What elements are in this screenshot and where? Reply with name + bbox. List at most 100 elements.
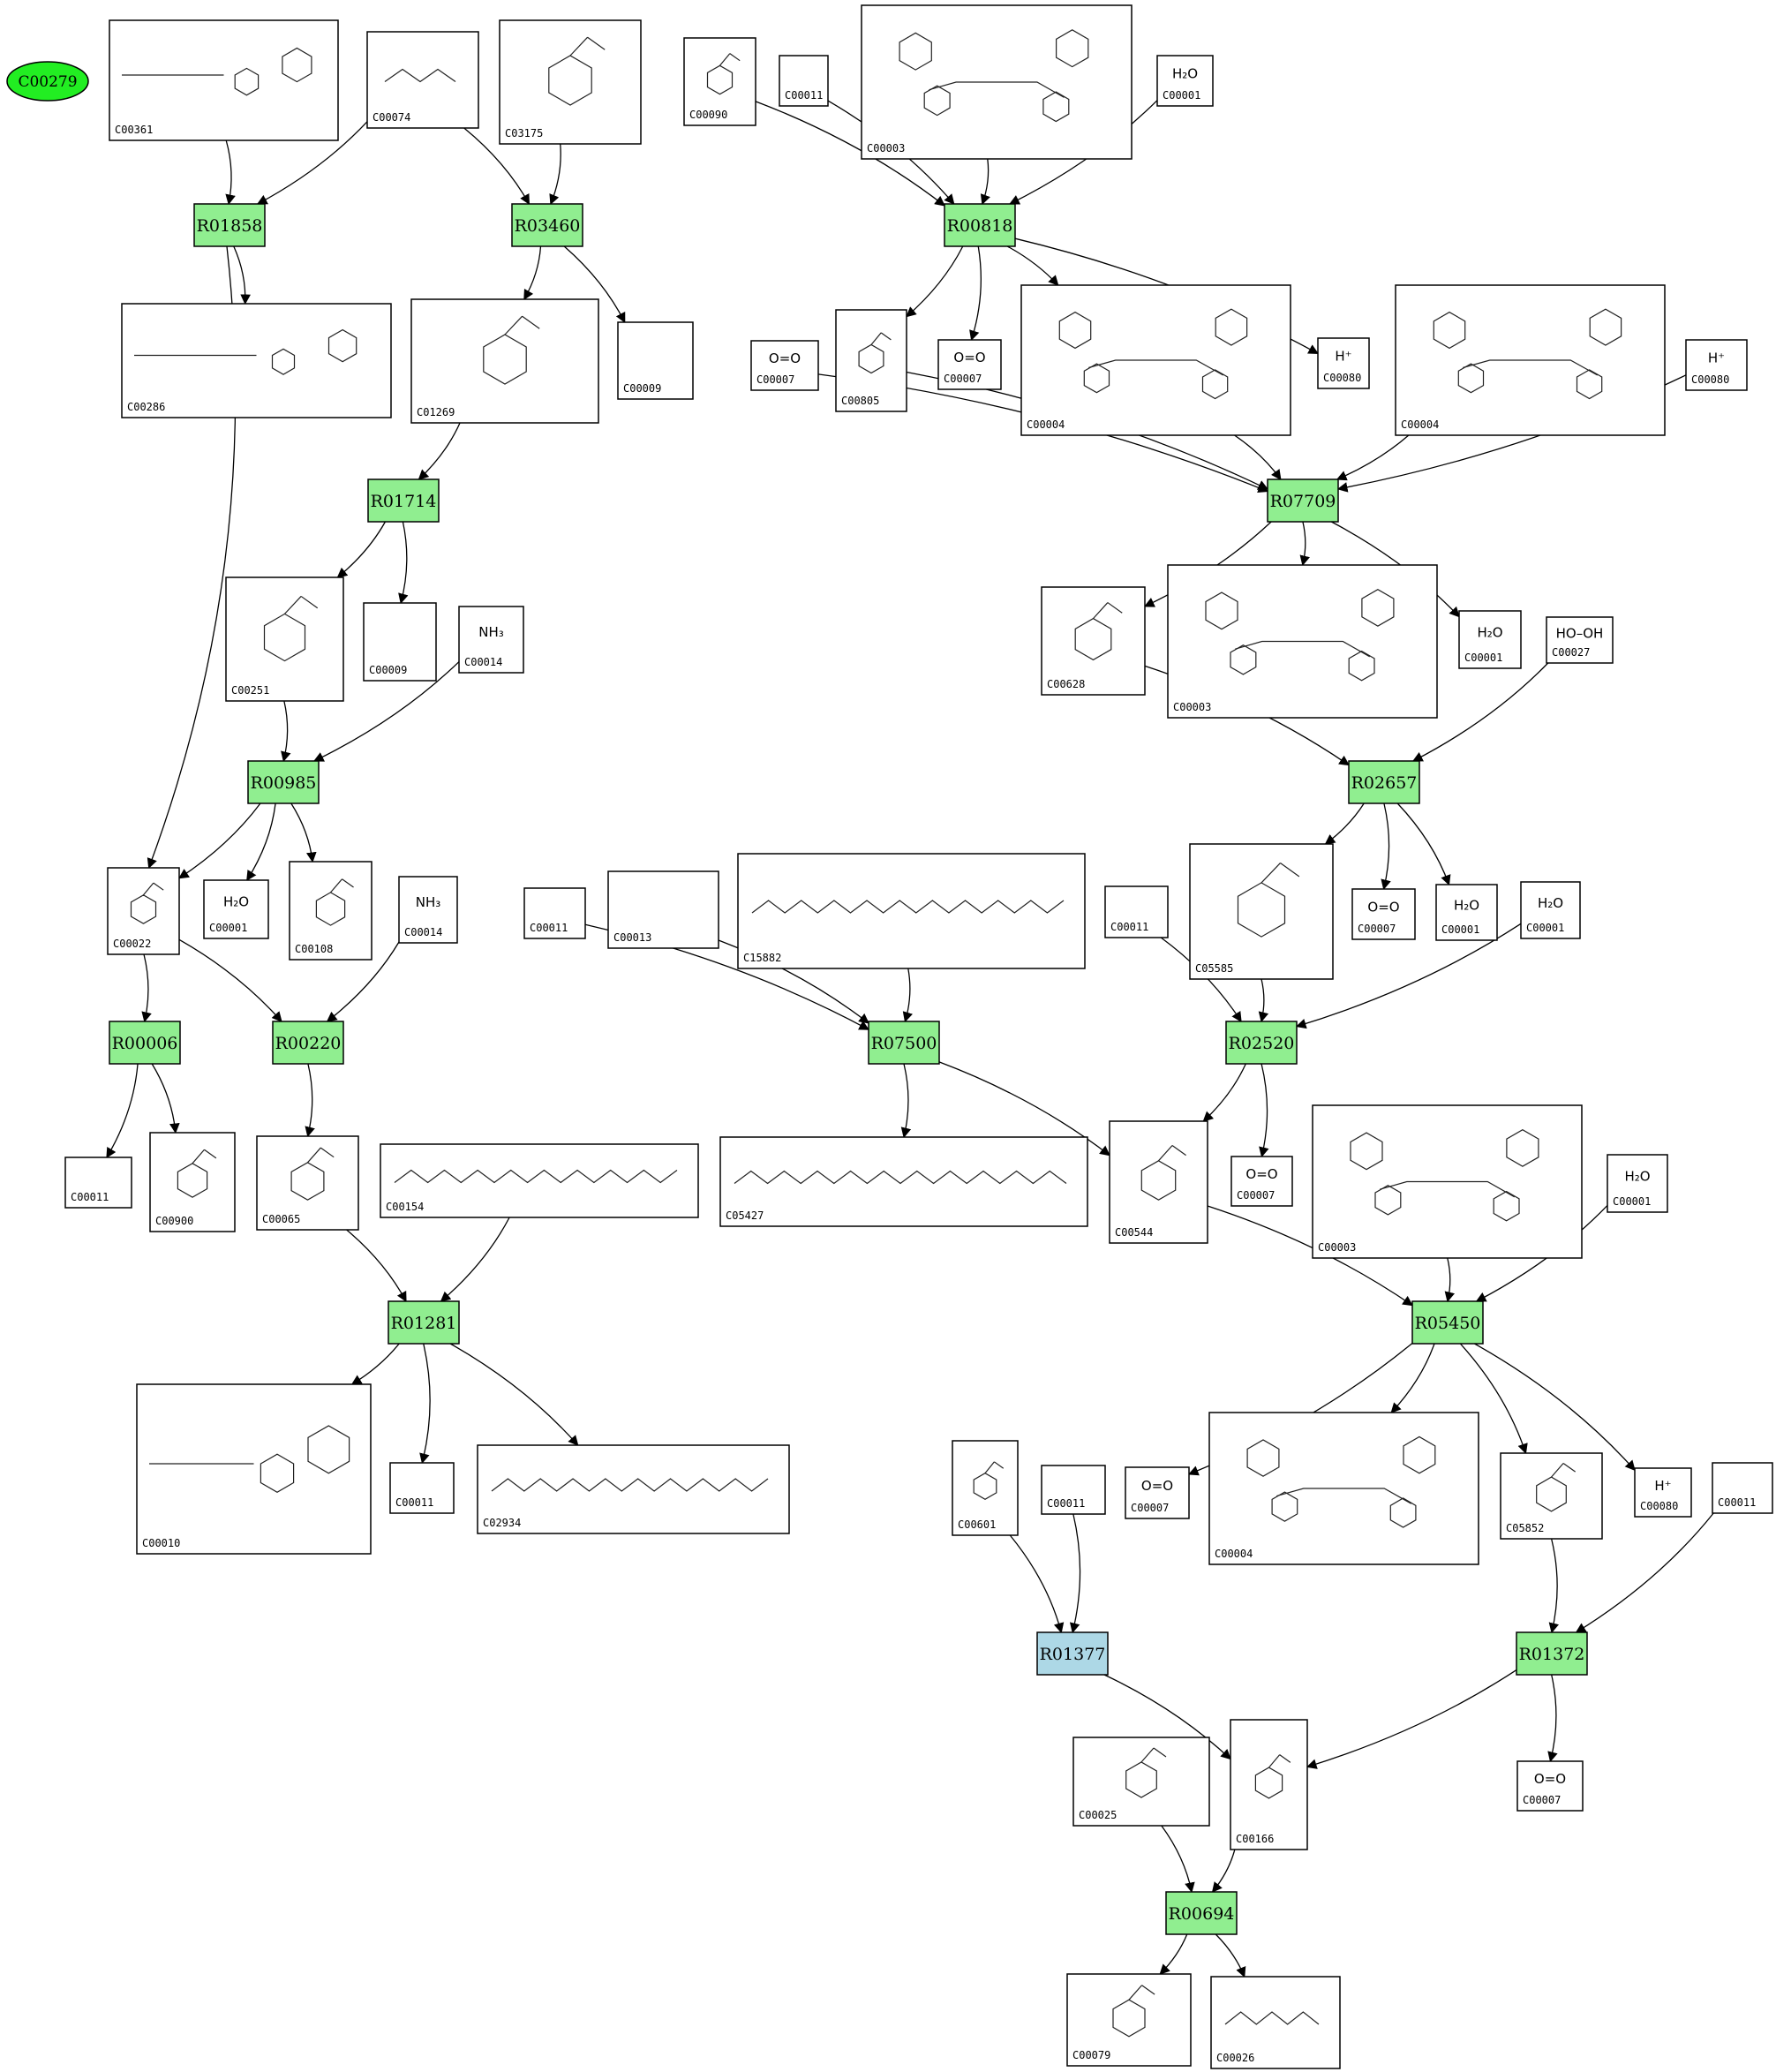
compound-id-label: C00004 bbox=[1401, 418, 1439, 431]
compound-c00009[interactable]: C00009 bbox=[617, 321, 694, 400]
compound-c15882[interactable]: C15882 bbox=[737, 853, 1086, 969]
compound-c00154[interactable]: C00154 bbox=[380, 1143, 699, 1218]
compound-id-label: C00007 bbox=[1237, 1189, 1275, 1202]
compound-c00166[interactable]: C00166 bbox=[1230, 1719, 1308, 1850]
reaction-r05450[interactable]: R05450 bbox=[1411, 1300, 1484, 1345]
compound-c00011[interactable]: C00011 bbox=[1041, 1465, 1106, 1515]
reaction-r02657[interactable]: R02657 bbox=[1348, 760, 1420, 804]
reaction-r01858[interactable]: R01858 bbox=[193, 203, 266, 247]
compound-c00079[interactable]: C00079 bbox=[1066, 1973, 1192, 2067]
compound-id-label: C00027 bbox=[1552, 646, 1590, 659]
compound-c05852[interactable]: C05852 bbox=[1500, 1452, 1603, 1540]
compound-c00286[interactable]: C00286 bbox=[121, 303, 392, 418]
reaction-r02520[interactable]: R02520 bbox=[1225, 1021, 1298, 1065]
reaction-r00818[interactable]: R00818 bbox=[944, 203, 1016, 247]
ring-structure bbox=[1536, 1476, 1567, 1512]
compound-formula: H₂O bbox=[223, 894, 249, 910]
compound-c03175[interactable]: C03175 bbox=[499, 19, 642, 145]
reaction-id-label: R01858 bbox=[197, 216, 263, 236]
reaction-r01281[interactable]: R01281 bbox=[388, 1300, 460, 1345]
edge-c00251-to-r00985 bbox=[281, 700, 291, 763]
reaction-r01372[interactable]: R01372 bbox=[1516, 1631, 1588, 1676]
reaction-r07709[interactable]: R07709 bbox=[1267, 478, 1339, 523]
compound-c00080[interactable]: H⁺C00080 bbox=[1317, 337, 1370, 389]
compound-formula: H₂O bbox=[1477, 624, 1502, 640]
reaction-r07500[interactable]: R07500 bbox=[868, 1021, 940, 1065]
edge-r01377-to-c00166 bbox=[1103, 1674, 1231, 1760]
compound-c00251[interactable]: C00251 bbox=[225, 576, 344, 702]
compound-c00025[interactable]: C00025 bbox=[1072, 1737, 1210, 1827]
compound-c00080[interactable]: H⁺C00080 bbox=[1634, 1467, 1692, 1518]
reaction-id-label: R05450 bbox=[1415, 1314, 1481, 1333]
edge-c15882-to-r07500 bbox=[902, 968, 913, 1023]
compound-c00080[interactable]: H⁺C00080 bbox=[1685, 339, 1748, 391]
compound-c00805[interactable]: C00805 bbox=[835, 309, 907, 412]
compound-c00004[interactable]: C00004 bbox=[1395, 284, 1666, 436]
compound-c00900[interactable]: C00900 bbox=[149, 1132, 236, 1232]
compound-c00011[interactable]: C00011 bbox=[389, 1462, 455, 1514]
compound-c00004[interactable]: C00004 bbox=[1208, 1412, 1479, 1565]
compound-c00026[interactable]: C00026 bbox=[1210, 1976, 1341, 2069]
start-node[interactable]: C00279 bbox=[6, 61, 89, 102]
compound-c00628[interactable]: C00628 bbox=[1041, 586, 1146, 696]
reaction-r01714[interactable]: R01714 bbox=[367, 478, 440, 523]
compound-c00010[interactable]: C00010 bbox=[136, 1383, 372, 1555]
compound-c00011[interactable]: C00011 bbox=[64, 1157, 132, 1209]
compound-c00004[interactable]: C00004 bbox=[1020, 284, 1291, 436]
edge-r01281-to-c00010 bbox=[350, 1343, 400, 1385]
compound-c00003[interactable]: C00003 bbox=[1312, 1104, 1583, 1259]
compound-c00544[interactable]: C00544 bbox=[1109, 1120, 1208, 1244]
compound-c01269[interactable]: C01269 bbox=[410, 298, 599, 424]
compound-c00361[interactable]: C00361 bbox=[109, 19, 339, 141]
compound-c00011[interactable]: C00011 bbox=[523, 887, 586, 939]
compound-c00065[interactable]: C00065 bbox=[256, 1135, 359, 1231]
reaction-r00006[interactable]: R00006 bbox=[109, 1021, 181, 1065]
compound-c00011[interactable]: C00011 bbox=[779, 55, 829, 107]
reaction-id-label: R02520 bbox=[1229, 1034, 1295, 1053]
compound-c00009[interactable]: C00009 bbox=[363, 602, 437, 682]
edge-r07500-to-c00544 bbox=[938, 1061, 1110, 1157]
compound-id-label: C00011 bbox=[71, 1191, 109, 1203]
compound-c00090[interactable]: C00090 bbox=[683, 37, 756, 126]
reaction-r00220[interactable]: R00220 bbox=[272, 1021, 344, 1065]
compound-id-label: C00080 bbox=[1691, 373, 1729, 386]
reaction-r01377[interactable]: R01377 bbox=[1036, 1631, 1109, 1676]
compound-id-label: C00022 bbox=[113, 938, 151, 950]
compound-c00003[interactable]: C00003 bbox=[861, 4, 1133, 160]
reaction-r03460[interactable]: R03460 bbox=[511, 203, 583, 247]
reaction-r00985[interactable]: R00985 bbox=[247, 760, 320, 804]
compound-c00108[interactable]: C00108 bbox=[289, 861, 373, 961]
compound-c00022[interactable]: C00022 bbox=[107, 867, 180, 955]
compound-c00011[interactable]: C00011 bbox=[1104, 885, 1169, 938]
compound-c02934[interactable]: C02934 bbox=[477, 1444, 790, 1534]
compound-c00601[interactable]: C00601 bbox=[952, 1440, 1019, 1536]
compound-formula: NH₃ bbox=[478, 624, 504, 640]
compound-c00011[interactable]: C00011 bbox=[1712, 1462, 1773, 1514]
compound-c00013[interactable]: C00013 bbox=[607, 870, 719, 949]
compound-c00003[interactable]: C00003 bbox=[1167, 564, 1438, 719]
reaction-r00694[interactable]: R00694 bbox=[1165, 1891, 1238, 1935]
reaction-id-label: R03460 bbox=[515, 216, 581, 236]
compound-c05585[interactable]: C05585 bbox=[1189, 843, 1334, 980]
edge-r00220-to-c00065 bbox=[305, 1063, 315, 1138]
compound-c00074[interactable]: C00074 bbox=[366, 31, 479, 129]
compound-c05427[interactable]: C05427 bbox=[719, 1136, 1088, 1227]
edge-r02657-to-c00001d bbox=[1396, 802, 1451, 886]
ring-structure bbox=[1140, 1160, 1177, 1201]
adenine-ring bbox=[1056, 29, 1089, 68]
